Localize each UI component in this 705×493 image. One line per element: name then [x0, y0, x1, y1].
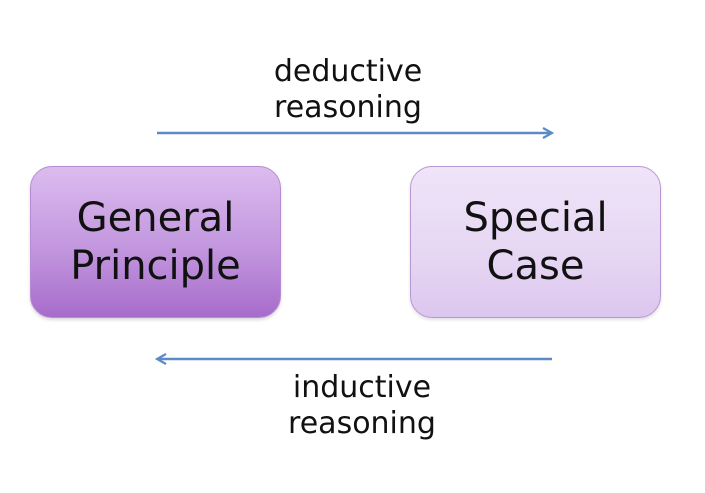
inductive-line-1: inductive	[292, 370, 432, 405]
deductive-line-2: reasoning	[274, 90, 422, 125]
deductive-reasoning-label: deductive reasoning	[238, 54, 458, 126]
special-case-box: Special Case	[410, 166, 661, 318]
deductive-line-1: deductive	[273, 54, 423, 89]
general-principle-line-2: Principle	[70, 243, 241, 289]
inductive-reasoning-label: inductive reasoning	[252, 370, 472, 442]
general-principle-line-1: General	[76, 195, 235, 241]
special-case-line-1: Special	[463, 195, 608, 241]
inductive-line-2: reasoning	[288, 406, 436, 441]
special-case-line-2: Case	[486, 243, 585, 289]
general-principle-box: General Principle	[30, 166, 281, 318]
